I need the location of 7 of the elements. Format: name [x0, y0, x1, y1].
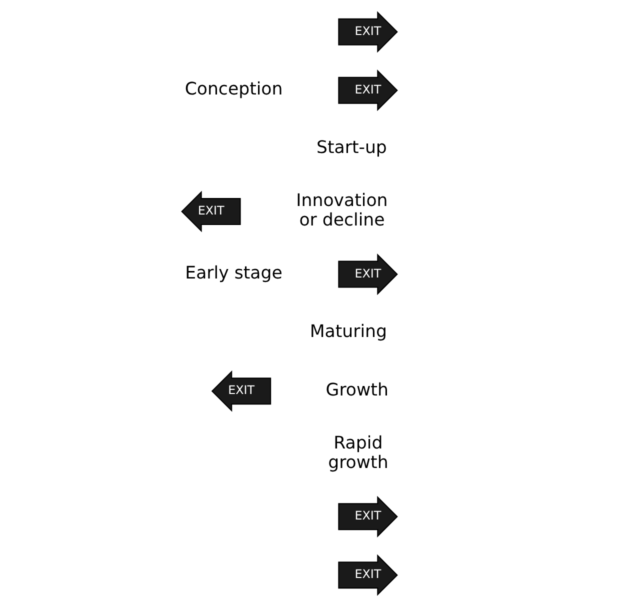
node-text: Early stage: [184, 263, 282, 284]
node-text: Maturing: [309, 322, 387, 342]
node-text: Rapid growth: [328, 433, 388, 473]
node-text: Innovation or decline: [296, 190, 388, 230]
node-text: Start-up: [316, 138, 386, 158]
node-text: Conception: [184, 79, 282, 100]
node-text: Growth: [325, 380, 388, 400]
